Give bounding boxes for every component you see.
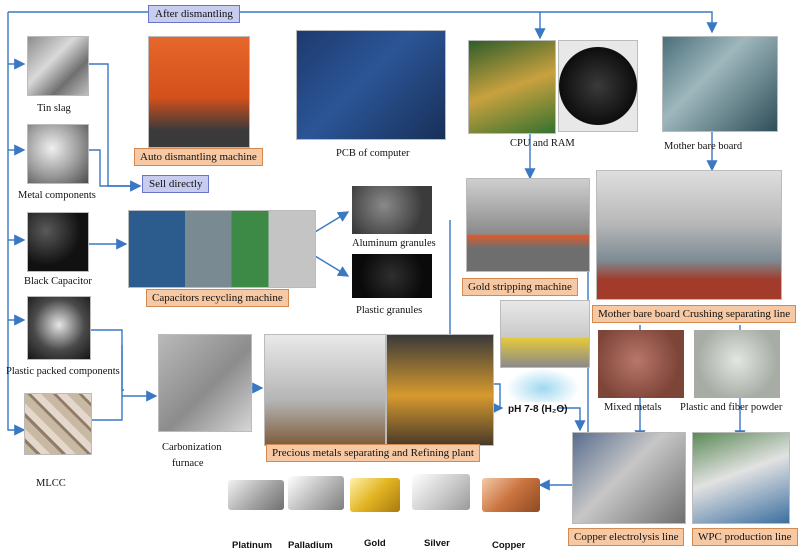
- crushing-line-photo: [596, 170, 782, 300]
- ram-photo: [468, 40, 556, 134]
- crushing-line-label: Mother bare board Crushing separating li…: [592, 305, 797, 323]
- metal-components-label: Metal components: [18, 190, 96, 201]
- cpu-ram-label: CPU and RAM: [510, 138, 575, 149]
- tin-slag-label: Tin slag: [37, 103, 71, 114]
- metal-components-photo: [27, 124, 89, 184]
- mixed-metals-label: Mixed metals: [604, 402, 662, 413]
- auto-dismantling-label: Auto dismantling machine: [134, 148, 263, 166]
- plastic-fiber-label: Plastic and fiber powder: [680, 402, 783, 413]
- cpu-photo: [558, 40, 638, 132]
- mother-bare-board-photo: [662, 36, 778, 132]
- copper-electrolysis-photo: [572, 432, 686, 524]
- mlcc-photo: [24, 393, 92, 455]
- mixed-metals-photo: [598, 330, 684, 398]
- carbonization-furnace-photo: [158, 334, 252, 432]
- carbonization-label-2: furnace: [172, 458, 204, 469]
- metal-label-gold: Gold: [364, 538, 386, 549]
- water-treatment-photo: [500, 300, 590, 368]
- black-capacitor-label: Black Capacitor: [24, 276, 92, 287]
- sell-directly-label: Sell directly: [142, 175, 210, 193]
- aluminum-granules-label: Aluminum granules: [352, 238, 436, 249]
- pcb-photo: [296, 30, 446, 140]
- capacitors-machine-label: Capacitors recycling machine: [146, 289, 289, 307]
- gold-stripping-label: Gold stripping machine: [462, 278, 578, 296]
- plastic-fiber-photo: [694, 330, 780, 398]
- metal-label-palladium: Palladium: [288, 540, 333, 551]
- silver-ingot-icon: [412, 474, 470, 510]
- gold-ingot-icon: [350, 478, 400, 512]
- gold-stripping-photo: [466, 178, 590, 272]
- precious-metals-label: Precious metals separating and Refining …: [266, 444, 480, 462]
- pcb-label: PCB of computer: [336, 148, 410, 159]
- metal-label-platinum: Platinum: [232, 540, 273, 551]
- carbonization-label-1: Carbonization: [162, 442, 222, 453]
- after-dismantling-label: After dismantling: [148, 5, 240, 23]
- mother-bare-board-label: Mother bare board: [664, 141, 743, 152]
- copper-ingot-icon: [482, 478, 540, 512]
- auto-dismantling-photo: [148, 36, 250, 148]
- aluminum-granules-photo: [352, 186, 432, 234]
- wpc-line-photo: [692, 432, 790, 524]
- plastic-granules-label: Plastic granules: [356, 305, 423, 316]
- metal-label-copper: Copper: [492, 540, 526, 551]
- palladium-ingot-icon: [288, 476, 344, 510]
- mlcc-label: MLCC: [36, 478, 66, 489]
- platinum-ingot-icon: [228, 480, 284, 510]
- wpc-line-label: WPC production line: [692, 528, 798, 546]
- plastic-packed-label: Plastic packed components: [6, 366, 120, 377]
- plastic-granules-photo: [352, 254, 432, 298]
- metal-label-silver: Silver: [424, 538, 450, 549]
- refining-plant-photo-2: [386, 334, 494, 446]
- copper-electrolysis-label: Copper electrolysis line: [568, 528, 685, 546]
- black-capacitor-photo: [27, 212, 89, 272]
- tin-slag-photo: [27, 36, 89, 96]
- ph-label: pH 7-8 (H₂O): [508, 404, 568, 415]
- refining-plant-photo-1: [264, 334, 386, 446]
- plastic-packed-photo: [27, 296, 91, 360]
- water-splash-icon: [506, 368, 580, 402]
- capacitors-machine-photo: [128, 210, 316, 288]
